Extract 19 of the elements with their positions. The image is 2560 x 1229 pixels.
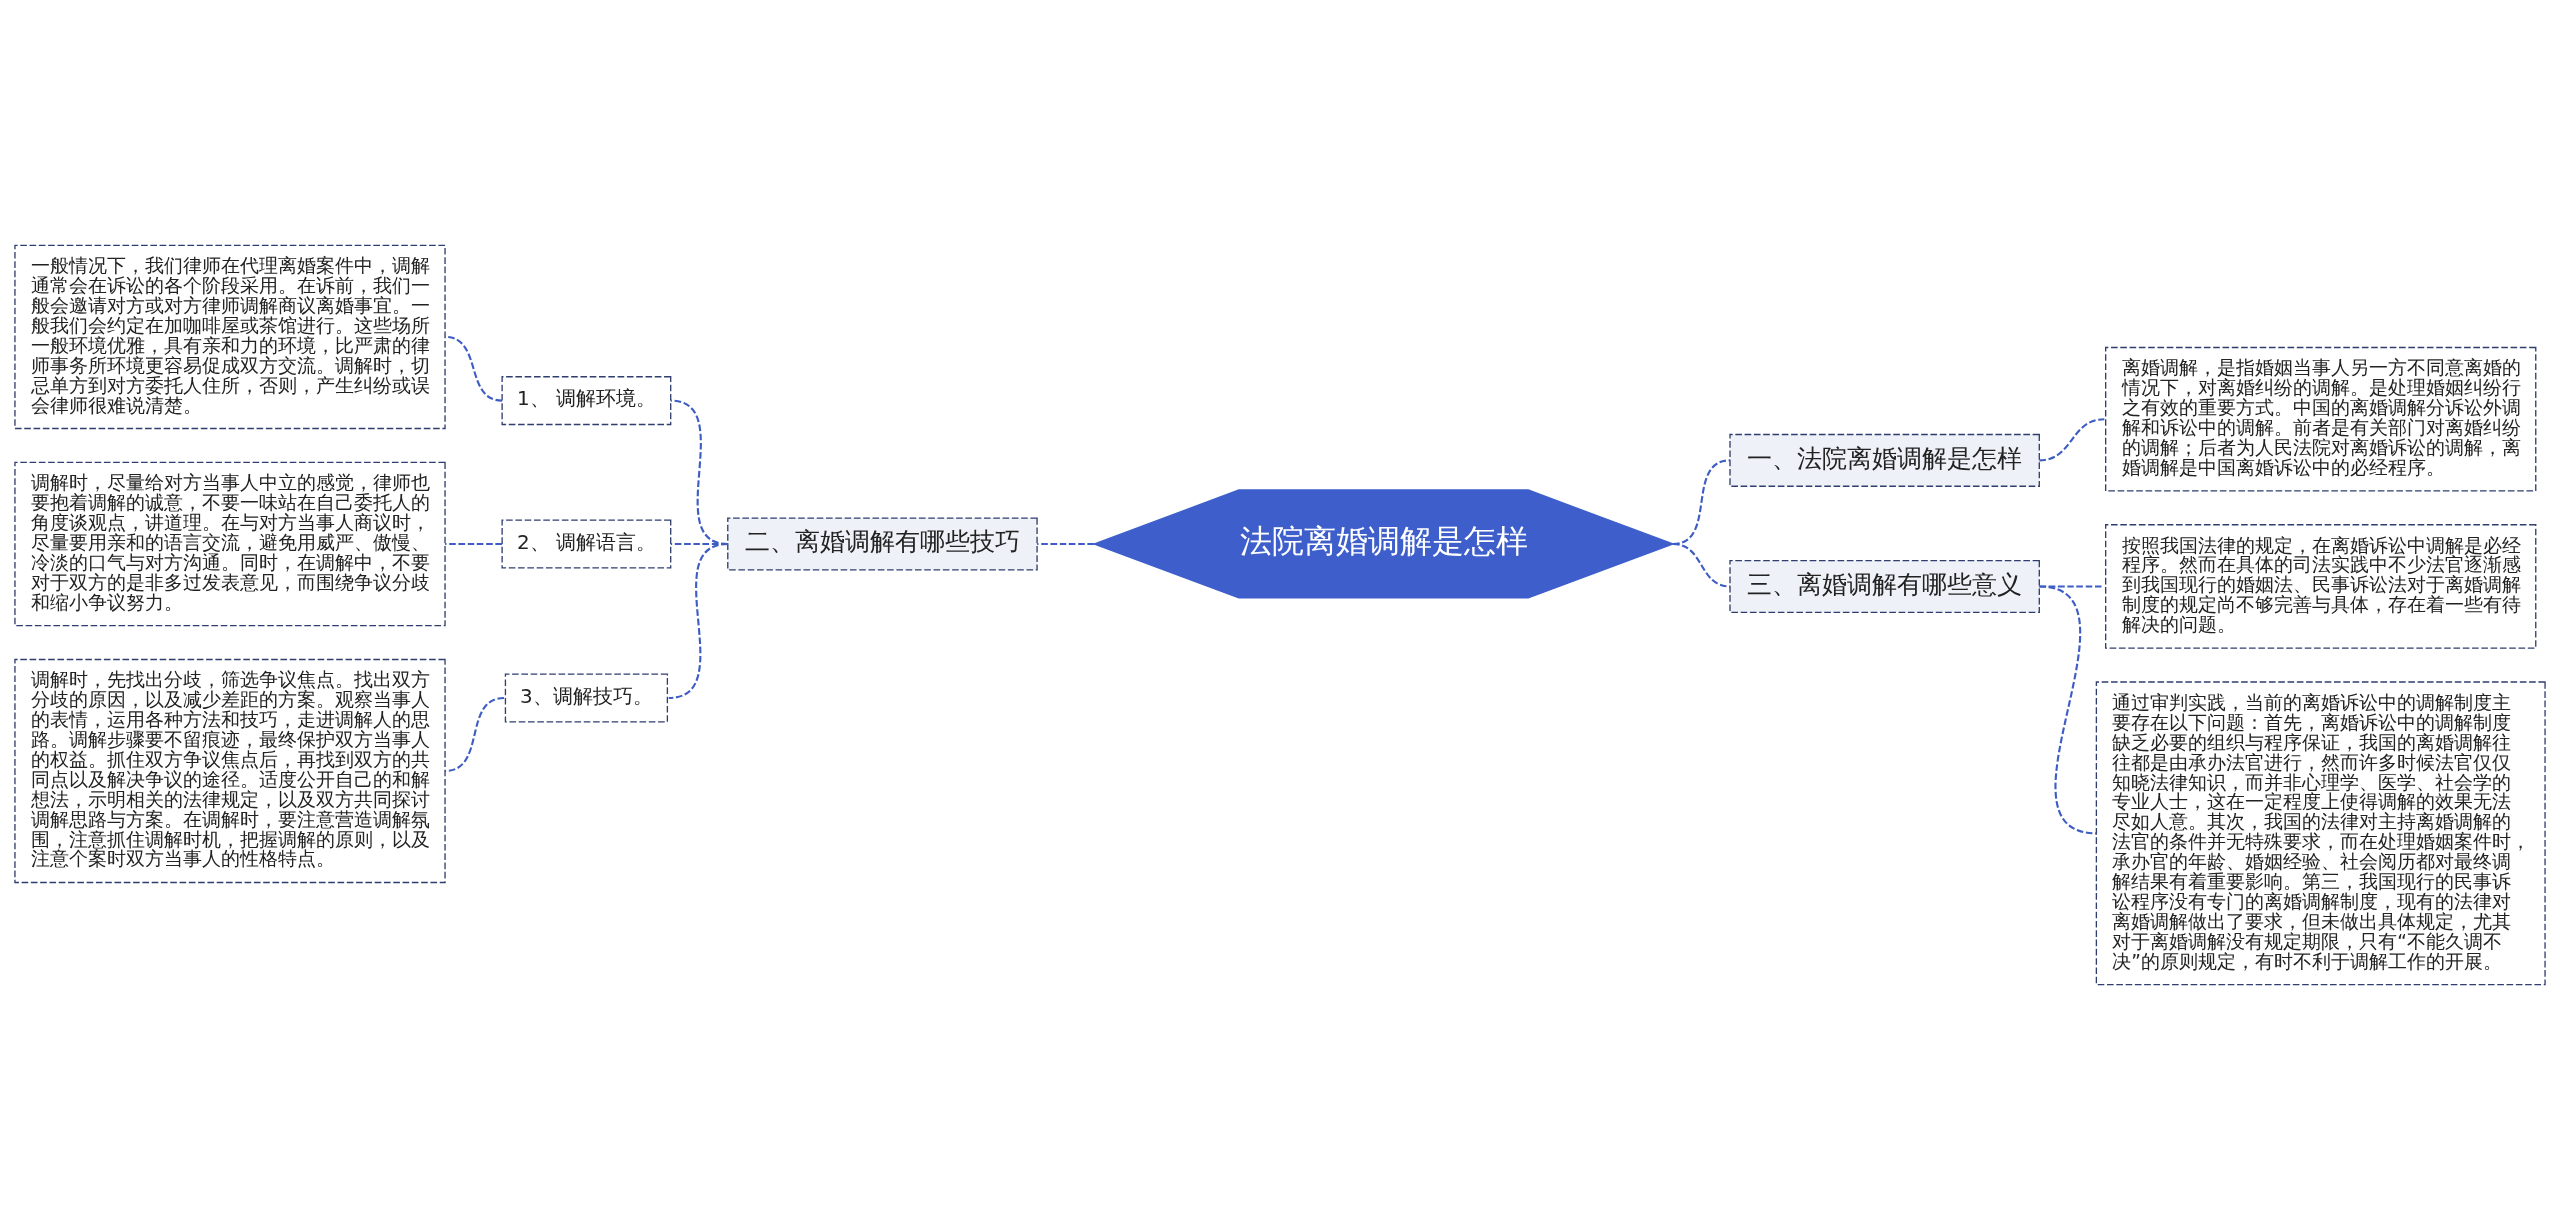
node-box: 调解时，尽量给对方当事人中立的感觉，律师也要抱着调解的诚意，不要一味站在自己委托人的角度谈观点，讲道理。在与对方当事人商议时，尽量要用亲和的语言交流，避免用威严、傲慢、冷淡的口气与对方沟通。同时，在调解中，不要对于双方的是非多过发表意见，而围绕争议分歧和缩小争议努力。 [14, 461, 446, 626]
node-box: 二、离婚调解有哪些技巧 [727, 516, 1038, 571]
node-box: 2、 调解语言。 [501, 518, 672, 569]
node-box: 三、离婚调解有哪些意义 [1729, 559, 2040, 613]
node-box: 1、 调解环境。 [501, 375, 672, 425]
connector [1037, 542, 1095, 545]
node-box: 3、调解技巧。 [504, 672, 669, 723]
node-box: 一、法院离婚调解是怎样 [1729, 433, 2040, 487]
connector [2039, 417, 2105, 461]
connector [445, 542, 503, 545]
node-box: 离婚调解，是指婚姻当事人另一方不同意离婚的情况下，对离婚纠纷的调解。是处理婚姻纠纷行之有效的重要方式。中国的离婚调解分诉讼外调解和诉讼中的调解。前者是有关部门对离婚纠纷的调解；后者为人民法院对离婚诉讼的调解，离婚调解是中国离婚诉讼中的必经程序。 [2105, 346, 2537, 492]
connector [668, 542, 728, 699]
node-box: 一般情况下，我们律师在代理离婚案件中，调解通常会在诉讼的各个阶段采用。在诉前，我们一般会邀请对方或对方律师调解商议离婚事宜。一般我们会约定在加咖啡屋或茶馆进行。这些场所一般环境优雅，具有亲和力的环境，比严肃的律师事务所环境更容易促成双方交流。调解时，切忌单方到对方委托人住所，否则，产生纠纷或误会律师很难说清楚。 [14, 244, 446, 429]
node-box: 调解时，先找出分歧，筛选争议焦点。找出双方分歧的原因，以及减少差距的方案。观察当事人的表情，运用各种方法和技巧，走进调解人的思路。调解步骤要不留痕迹，最终保护双方当事人的权益。抓住双方争议焦点后，再找到双方的共同点以及解决争议的途径。适度公开自己的和解想法，示明相关的法律规定，以及双方共同探讨调解思路与方案。在调解时，要注意营造调解氛围，注意抓住调解时机，把握调解的原则，以及注意个案时双方当事人的性格特点。 [14, 658, 446, 883]
connector [2039, 584, 2097, 834]
connector [1672, 542, 1731, 587]
connector [444, 696, 505, 772]
node-box: 按照我国法律的规定，在离婚诉讼中调解是必经程序。然而在具体的司法实践中不少法官逐渐感到我国现行的婚姻法、民事诉讼法对于离婚调解制度的规定尚不够完善与具体，存在着一些有待解决的问题。 [2105, 523, 2537, 649]
node-box: 通过审判实践，当前的离婚诉讼中的调解制度主要存在以下问题：首先，离婚诉讼中的调解制度缺乏必要的组织与程序保证，我国的离婚调解往往都是由承办法官进行，然而许多时候法官仅仅知晓法律知识，而并非心理学、医学、社会学的专业人士，这在一定程度上使得调解的效果无法尽如人意。其次，我国的法律对主持离婚调解的法官的条件并无特殊要求，而在处理婚姻案件时，承办官的年龄、婚姻经验、社会阅历都对最终调解结果有着重要影响。第三，我国现行的民事诉讼程序没有专门的离婚调解制度，现有的法律对离婚调解做出了要求，但未做出具体规定，尤其对于离婚调解没有规定期限，只有“不能久调不决”的原则规定，有时不利于调解工作的开展。 [2095, 680, 2546, 985]
